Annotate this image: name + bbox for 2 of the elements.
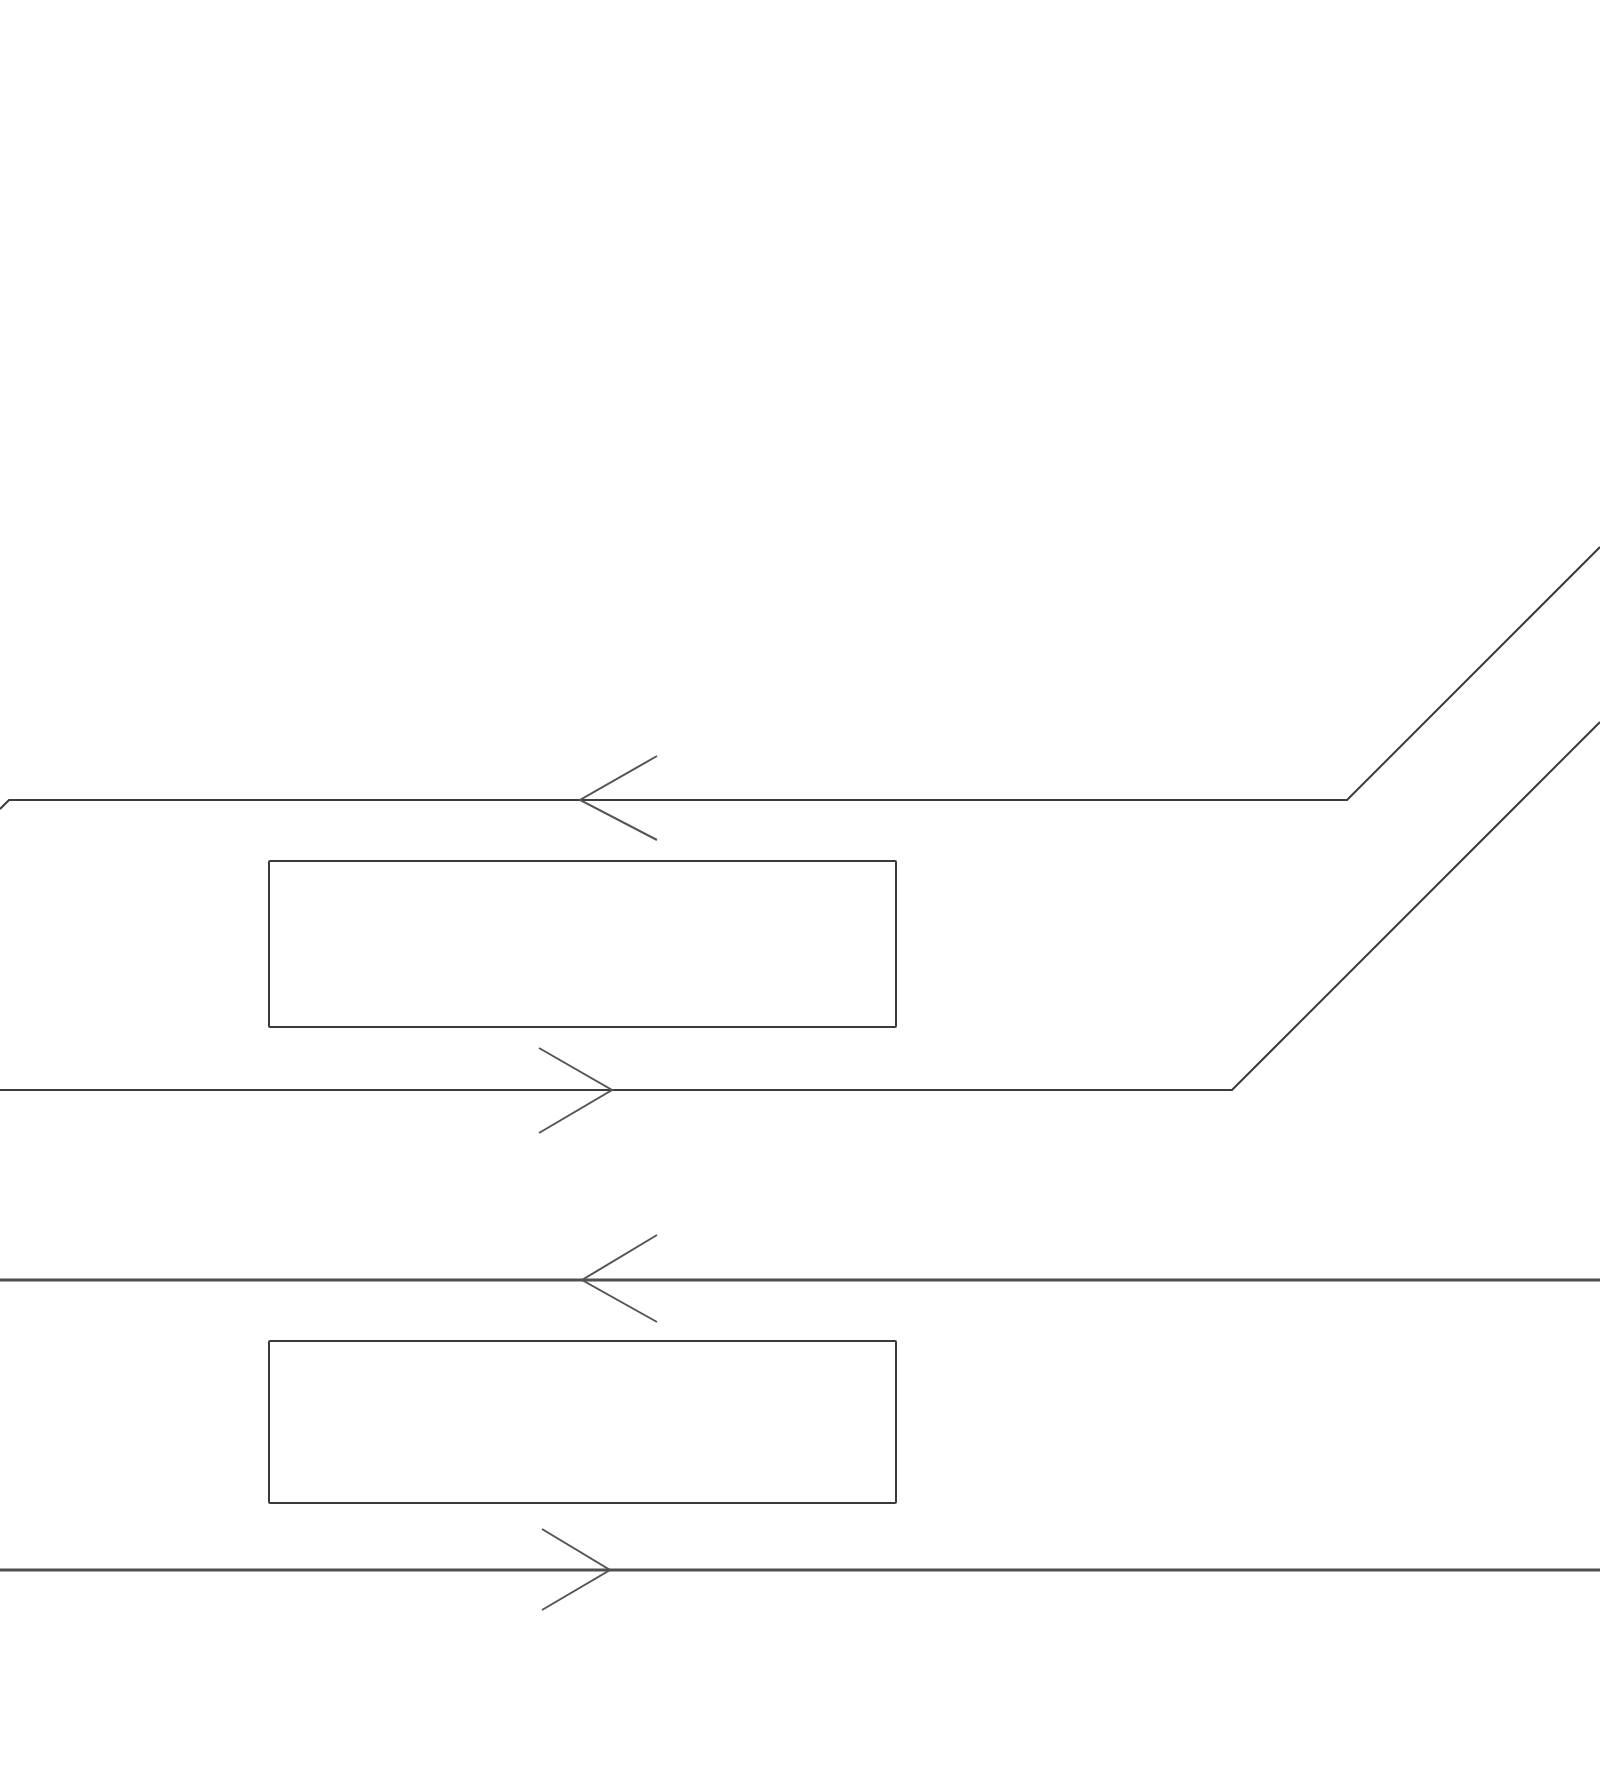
empty-box [268,860,897,1028]
empty-box [268,1340,897,1504]
